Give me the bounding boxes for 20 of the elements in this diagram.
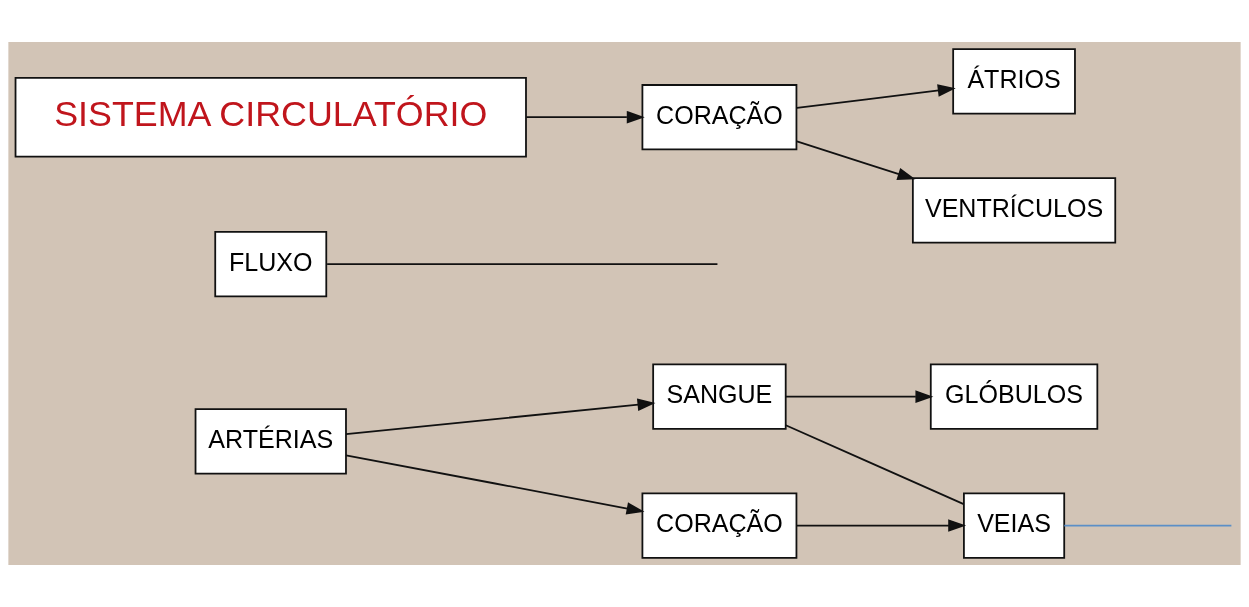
node-box: SANGUE: [652, 363, 787, 430]
connector: [784, 424, 965, 505]
node-box: CORAÇÃO: [641, 84, 798, 151]
arrow: [525, 110, 645, 124]
arrow: [796, 519, 967, 532]
node-box: CORAÇÃO: [641, 492, 798, 559]
arrow: [345, 454, 645, 515]
node-box: VEIAS: [963, 492, 1066, 559]
node-box: ÁTRIOS: [952, 48, 1076, 115]
arrow: [784, 390, 934, 403]
node-box: GLÓBULOS: [929, 363, 1099, 430]
node-box: SISTEMA CIRCULATÓRIO: [14, 76, 527, 158]
arrow: [345, 398, 656, 435]
arrow: [796, 140, 916, 180]
node-box: FLUXO: [214, 230, 328, 298]
connector: [1063, 524, 1233, 527]
arrow: [796, 84, 956, 109]
connector: [326, 263, 719, 265]
node-box: VENTRÍCULOS: [911, 177, 1117, 244]
node-box: ARTÉRIAS: [194, 408, 347, 475]
